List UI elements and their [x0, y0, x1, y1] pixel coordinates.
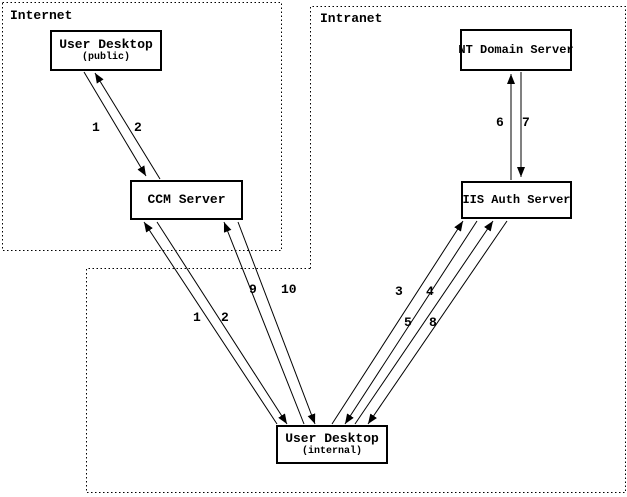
edge-ccm-to-internal-desktop-line-10	[237, 221, 316, 425]
node-iis-auth-server-label: IIS Auth Server	[462, 193, 571, 207]
node-ccm-server: CCM Server	[130, 180, 243, 220]
edge-label-internal-iis-5: 5	[404, 315, 412, 330]
node-user-desktop-internal-label: User Desktop	[285, 431, 379, 446]
node-user-desktop-public: User Desktop (public)	[50, 30, 162, 71]
edge-ccm-to-public-desktop-line-2	[94, 72, 161, 180]
edge-internal-desktop-to-ccm-line-1	[143, 221, 278, 425]
edge-public-desktop-to-ccm-line-1	[83, 71, 147, 177]
edge-label-internal-ccm-10: 10	[281, 282, 297, 297]
edge-label-internal-ccm-9: 9	[249, 282, 257, 297]
edge-label-public-ccm-2: 2	[134, 120, 142, 135]
edge-internal-desktop-to-ccm-line-9	[223, 221, 305, 425]
node-ccm-server-label: CCM Server	[147, 192, 226, 207]
edge-iis-to-internal-desktop-line-4	[344, 220, 478, 425]
edge-label-iis-nt-6: 6	[496, 115, 504, 130]
edge-label-public-ccm-1: 1	[92, 120, 100, 135]
edge-iis-to-internal-desktop-line-8	[367, 220, 508, 425]
edge-label-internal-ccm-2: 2	[221, 310, 229, 325]
internet-zone-label: Internet	[8, 8, 75, 23]
edge-ccm-to-internal-desktop-line-2	[156, 221, 288, 425]
intranet-internal-zone-outline	[86, 6, 626, 493]
edge-label-internal-iis-8: 8	[429, 315, 437, 330]
node-user-desktop-public-label: User Desktop	[59, 37, 153, 52]
node-user-desktop-public-sublabel: (public)	[81, 52, 130, 63]
intranet-zone-label: Intranet	[318, 11, 385, 26]
node-user-desktop-internal: User Desktop (internal)	[276, 425, 388, 464]
node-user-desktop-internal-sublabel: (internal)	[301, 446, 362, 457]
node-iis-auth-server: IIS Auth Server	[461, 181, 572, 219]
edge-label-iis-nt-7: 7	[522, 115, 530, 130]
edge-label-internal-iis-4: 4	[426, 284, 434, 299]
edge-label-internal-ccm-1: 1	[193, 310, 201, 325]
edge-label-internal-iis-3: 3	[395, 284, 403, 299]
edge-internal-desktop-to-iis-line-5	[354, 220, 494, 425]
edge-internal-desktop-to-iis-line-3	[331, 220, 464, 425]
node-nt-domain-server-label: NT Domain Server	[458, 43, 574, 57]
node-nt-domain-server: NT Domain Server	[458, 29, 574, 71]
